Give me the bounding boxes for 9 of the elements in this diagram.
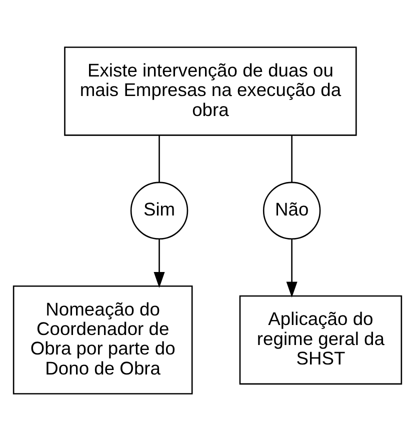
connector — [291, 135, 292, 182]
node-box: Nomeação do Coordenador de Obra por parte do Dono de Obra — [12, 285, 193, 394]
node-circle: Não — [262, 182, 321, 240]
node-box: Existe intervenção de duas ou mais Empresas na execução da obra — [64, 46, 357, 136]
connector — [158, 135, 160, 182]
node-box: Aplicação do regime geral da SHST — [239, 295, 402, 385]
arrow — [154, 239, 165, 288]
node-circle: Sim — [130, 182, 188, 240]
arrow — [286, 239, 298, 298]
